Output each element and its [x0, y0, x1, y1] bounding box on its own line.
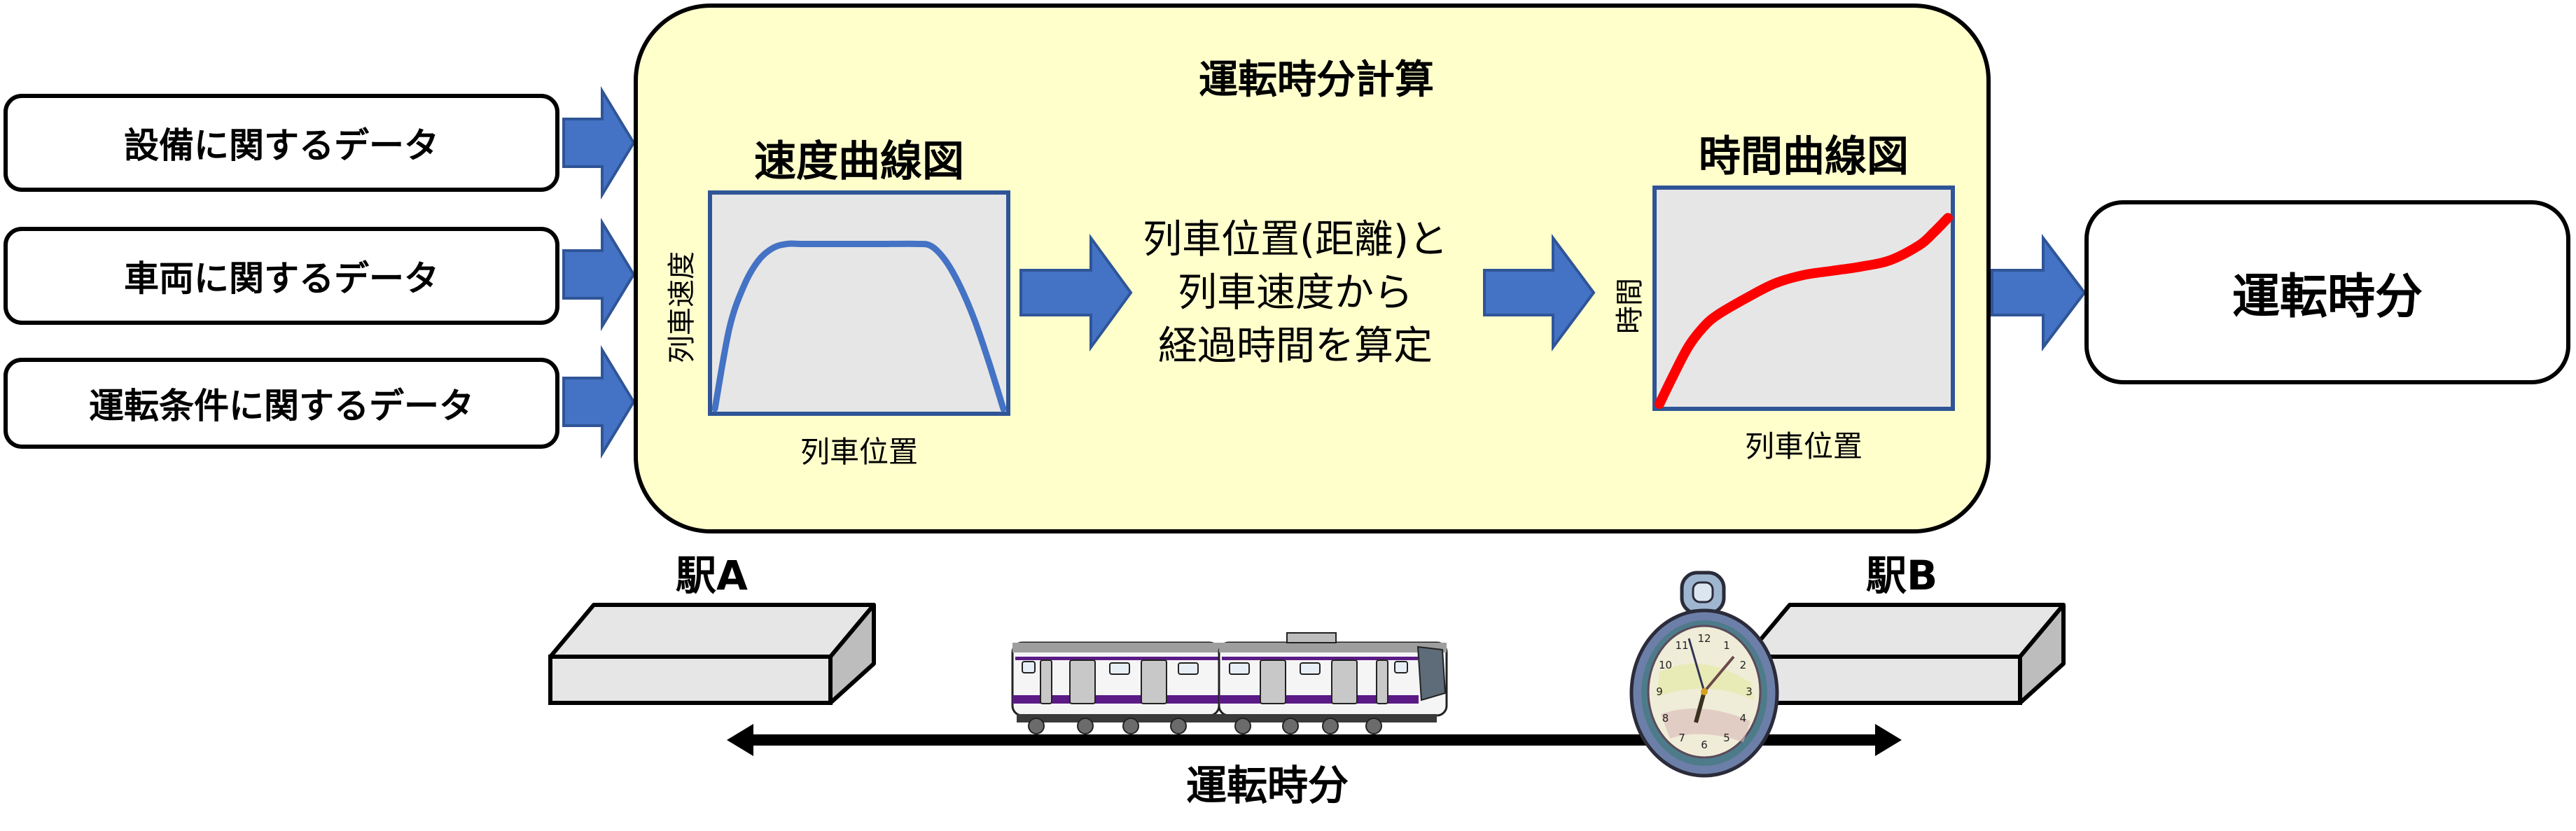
result-label: 運転時分 — [2232, 270, 2423, 325]
speed-curve-chart — [711, 240, 1007, 412]
clock-number: 4 — [1740, 712, 1747, 725]
clock-number: 3 — [1746, 685, 1753, 698]
station-b-label: 駅B — [1866, 552, 1938, 599]
input-box-equipment-data: 設備に関するデータ — [4, 94, 559, 192]
time-chart-frame — [1652, 186, 1955, 411]
clock-number: 8 — [1662, 712, 1669, 725]
speed-chart-xlabel: 列車位置 — [800, 435, 918, 469]
panel-title: 運転時分計算 — [1199, 57, 1434, 103]
process-line: 列車位置(距離)と — [1143, 217, 1448, 263]
speed-chart-frame — [708, 190, 1010, 416]
time-chart-xlabel: 列車位置 — [1744, 429, 1863, 463]
running-time-span-label: 運転時分 — [1185, 762, 1349, 809]
clock-number: 7 — [1678, 732, 1685, 744]
result-box-running-time: 運転時分 — [2084, 200, 2570, 384]
station-b-platform — [1744, 603, 2066, 705]
process-line: 列車速度から — [1178, 270, 1413, 316]
clock-number: 5 — [1723, 732, 1730, 744]
process-line: 経過時間を算定 — [1158, 323, 1433, 369]
input-label: 設備に関するデータ — [124, 125, 439, 166]
clock-number: 10 — [1659, 659, 1672, 671]
time-curve-chart — [1655, 213, 1953, 409]
clock-number: 6 — [1701, 739, 1708, 751]
station-a-label: 駅A — [676, 552, 748, 599]
time-chart-title: 時間曲線図 — [1699, 132, 1909, 181]
arrow-right-icon — [562, 217, 636, 332]
clock-number: 12 — [1697, 632, 1711, 645]
input-box-operating-conditions-data: 運転条件に関するデータ — [4, 358, 559, 449]
clock-number: 2 — [1740, 659, 1747, 671]
input-box-vehicle-data: 車両に関するデータ — [4, 227, 559, 325]
process-description: 列車位置(距離)と 列車速度から 経過時間を算定 — [1120, 214, 1470, 373]
speed-curve-line — [711, 240, 1007, 412]
speed-chart-title: 速度曲線図 — [754, 137, 964, 186]
input-label: 運転条件に関するデータ — [89, 386, 474, 426]
clock-number: 9 — [1656, 685, 1663, 698]
running-time-double-arrow — [727, 724, 1902, 756]
arrow-right-icon — [562, 344, 636, 459]
train-icon — [1011, 632, 1448, 734]
clock-number: 1 — [1723, 639, 1730, 652]
time-curve-line — [1655, 213, 1953, 409]
station-a-platform — [548, 603, 876, 705]
input-label: 車両に関するデータ — [124, 258, 439, 299]
arrow-right-icon — [562, 85, 636, 200]
clock-number: 11 — [1675, 639, 1688, 652]
